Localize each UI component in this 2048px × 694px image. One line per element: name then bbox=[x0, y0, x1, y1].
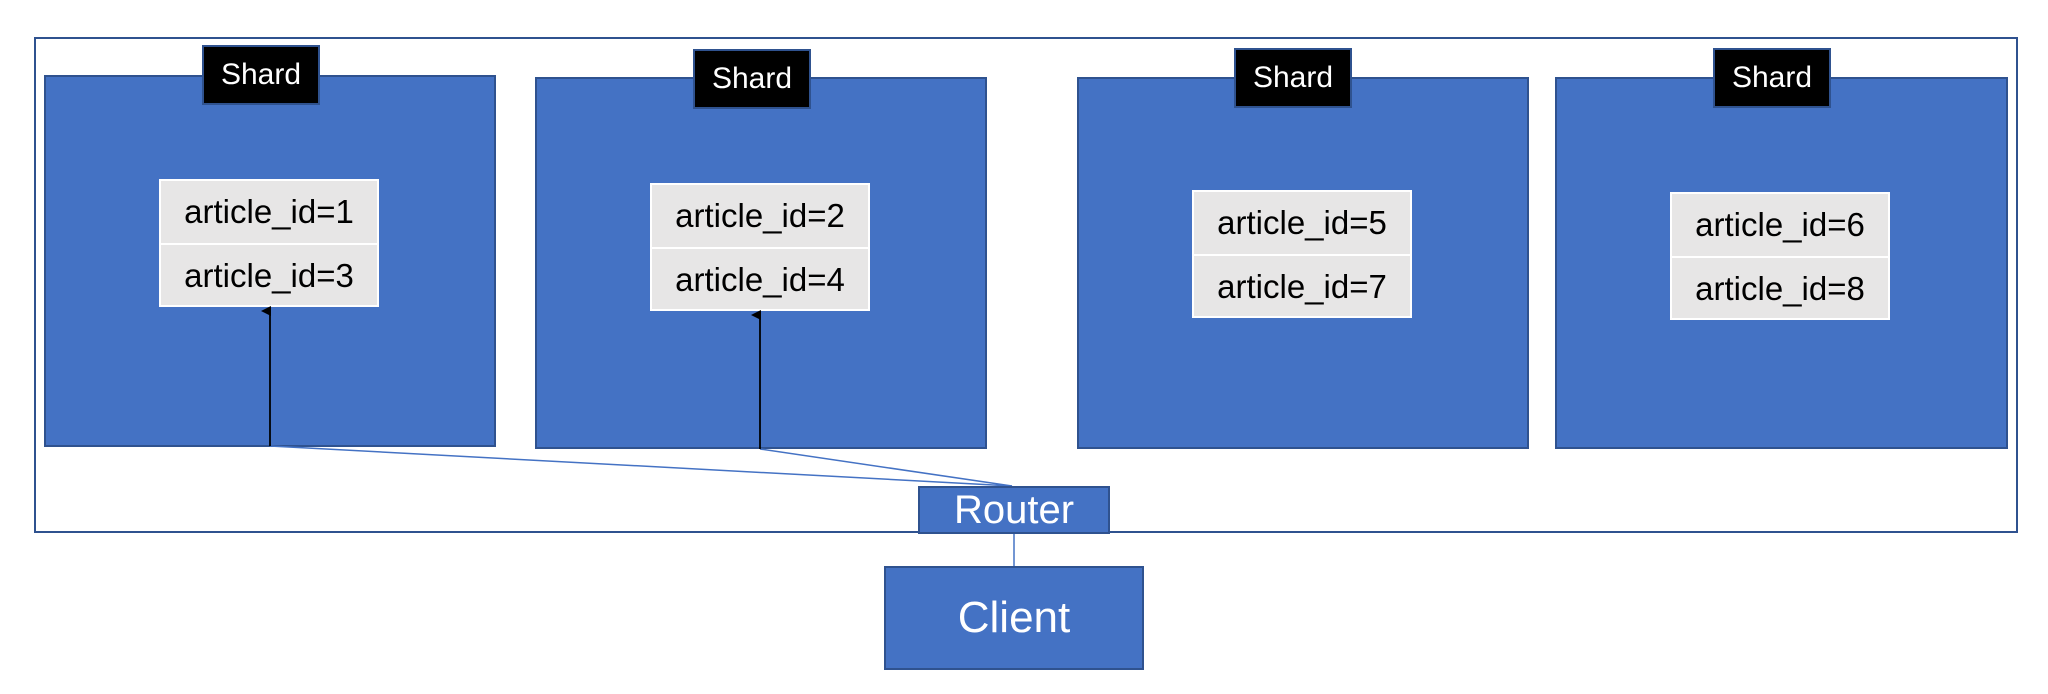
shard-3-label: Shard bbox=[1234, 48, 1352, 108]
record-article-5: article_id=5 bbox=[1217, 204, 1387, 241]
router-to-shard-1-line bbox=[269, 445, 1013, 487]
shard-2-label: Shard bbox=[693, 49, 811, 109]
router-to-shard-2-line bbox=[759, 448, 1013, 487]
record-article-6: article_id=6 bbox=[1695, 206, 1865, 243]
record-article-1: article_id=1 bbox=[184, 193, 354, 230]
record-article-4: article_id=4 bbox=[652, 247, 868, 311]
client-node: Client bbox=[884, 566, 1144, 670]
record-article-3: article_id=3 bbox=[161, 243, 377, 307]
shard-2-records: article_id=2 article_id=4 bbox=[650, 183, 870, 311]
shard-1-label: Shard bbox=[202, 45, 320, 105]
record-article-8: article_id=8 bbox=[1672, 256, 1888, 320]
shard-1-records: article_id=1 article_id=3 bbox=[159, 179, 379, 307]
record-article-2: article_id=2 bbox=[675, 197, 845, 234]
shard-4-label: Shard bbox=[1713, 48, 1831, 108]
router-node: Router bbox=[918, 486, 1110, 534]
shard-3-records: article_id=5 article_id=7 bbox=[1192, 190, 1412, 318]
record-article-7: article_id=7 bbox=[1194, 254, 1410, 318]
shard-4-records: article_id=6 article_id=8 bbox=[1670, 192, 1890, 320]
